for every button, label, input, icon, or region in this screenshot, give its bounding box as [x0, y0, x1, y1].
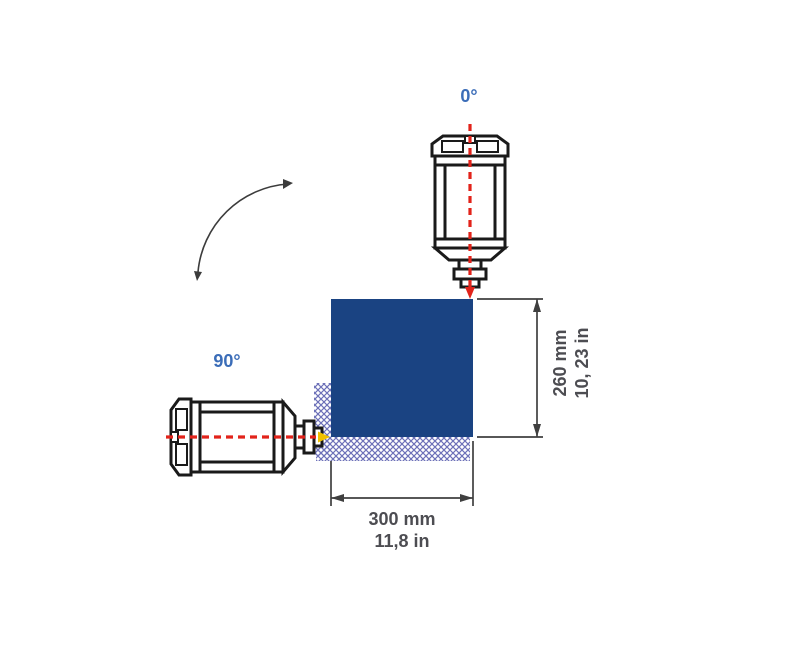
height-imperial-value: 10, 23 in: [572, 327, 592, 399]
arrow-left-icon: [331, 494, 344, 502]
arrow-down-icon: [533, 424, 541, 437]
angle-label-90deg: 90°: [213, 351, 241, 371]
height-dimension-lines: [477, 298, 543, 438]
arrow-right-icon: [460, 494, 473, 502]
height-metric-value: 260 mm: [550, 329, 570, 397]
arrow-up-icon: [533, 299, 541, 312]
target-square: [331, 299, 473, 437]
width-dimension-label: 300 mm 11,8 in: [332, 508, 472, 552]
beam-tip-yellow-icon: [318, 431, 330, 443]
width-metric-value: 300 mm: [368, 509, 436, 529]
beam-tip-down-icon: [465, 287, 475, 299]
hatch-surface-bottom: [316, 437, 470, 461]
width-imperial-value: 11,8 in: [374, 531, 430, 551]
angle-label-0deg: 0°: [460, 86, 478, 106]
width-dimension-lines: [330, 441, 474, 506]
height-dimension-label: 260 mm 10, 23 in: [549, 293, 595, 433]
rotation-arc-arrow-icon: [194, 179, 293, 281]
